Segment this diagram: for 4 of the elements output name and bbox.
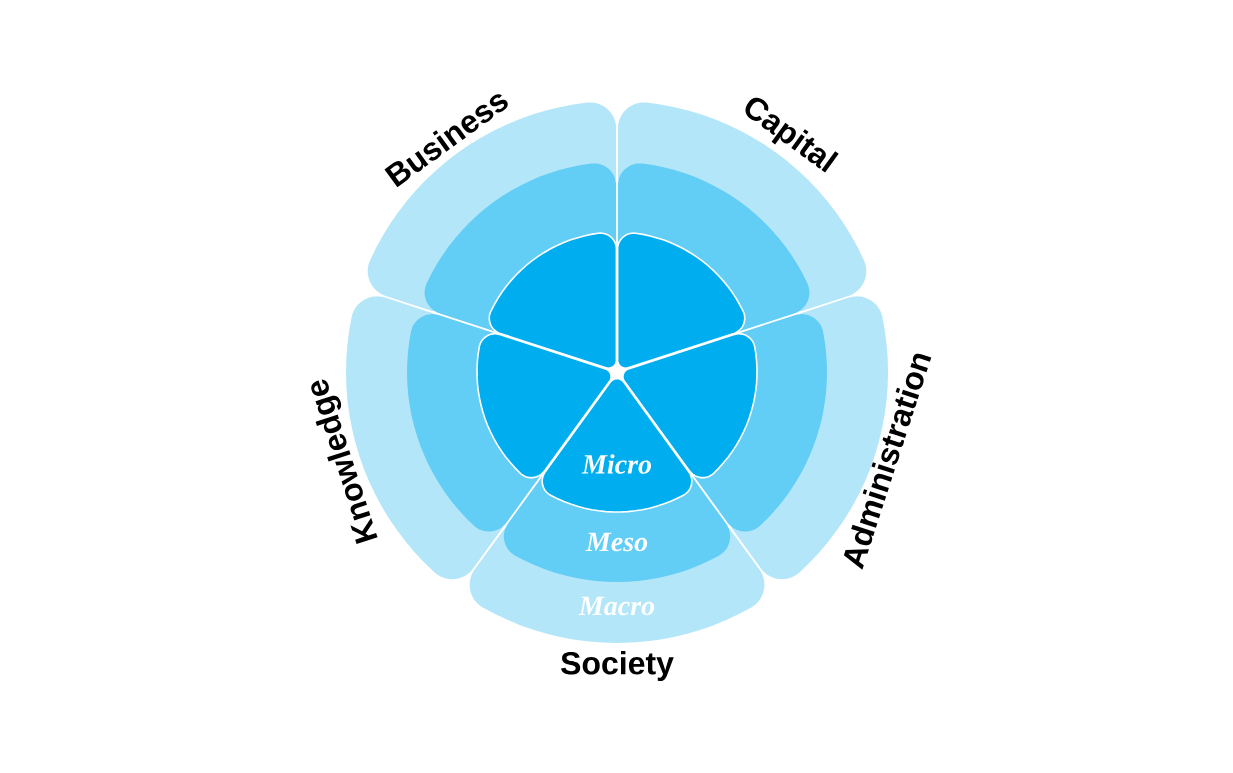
inner-segment: Micro: [541, 377, 693, 513]
inner-segment: [488, 232, 618, 369]
sector-title: Society: [561, 651, 674, 681]
inner-segment: [616, 232, 746, 369]
